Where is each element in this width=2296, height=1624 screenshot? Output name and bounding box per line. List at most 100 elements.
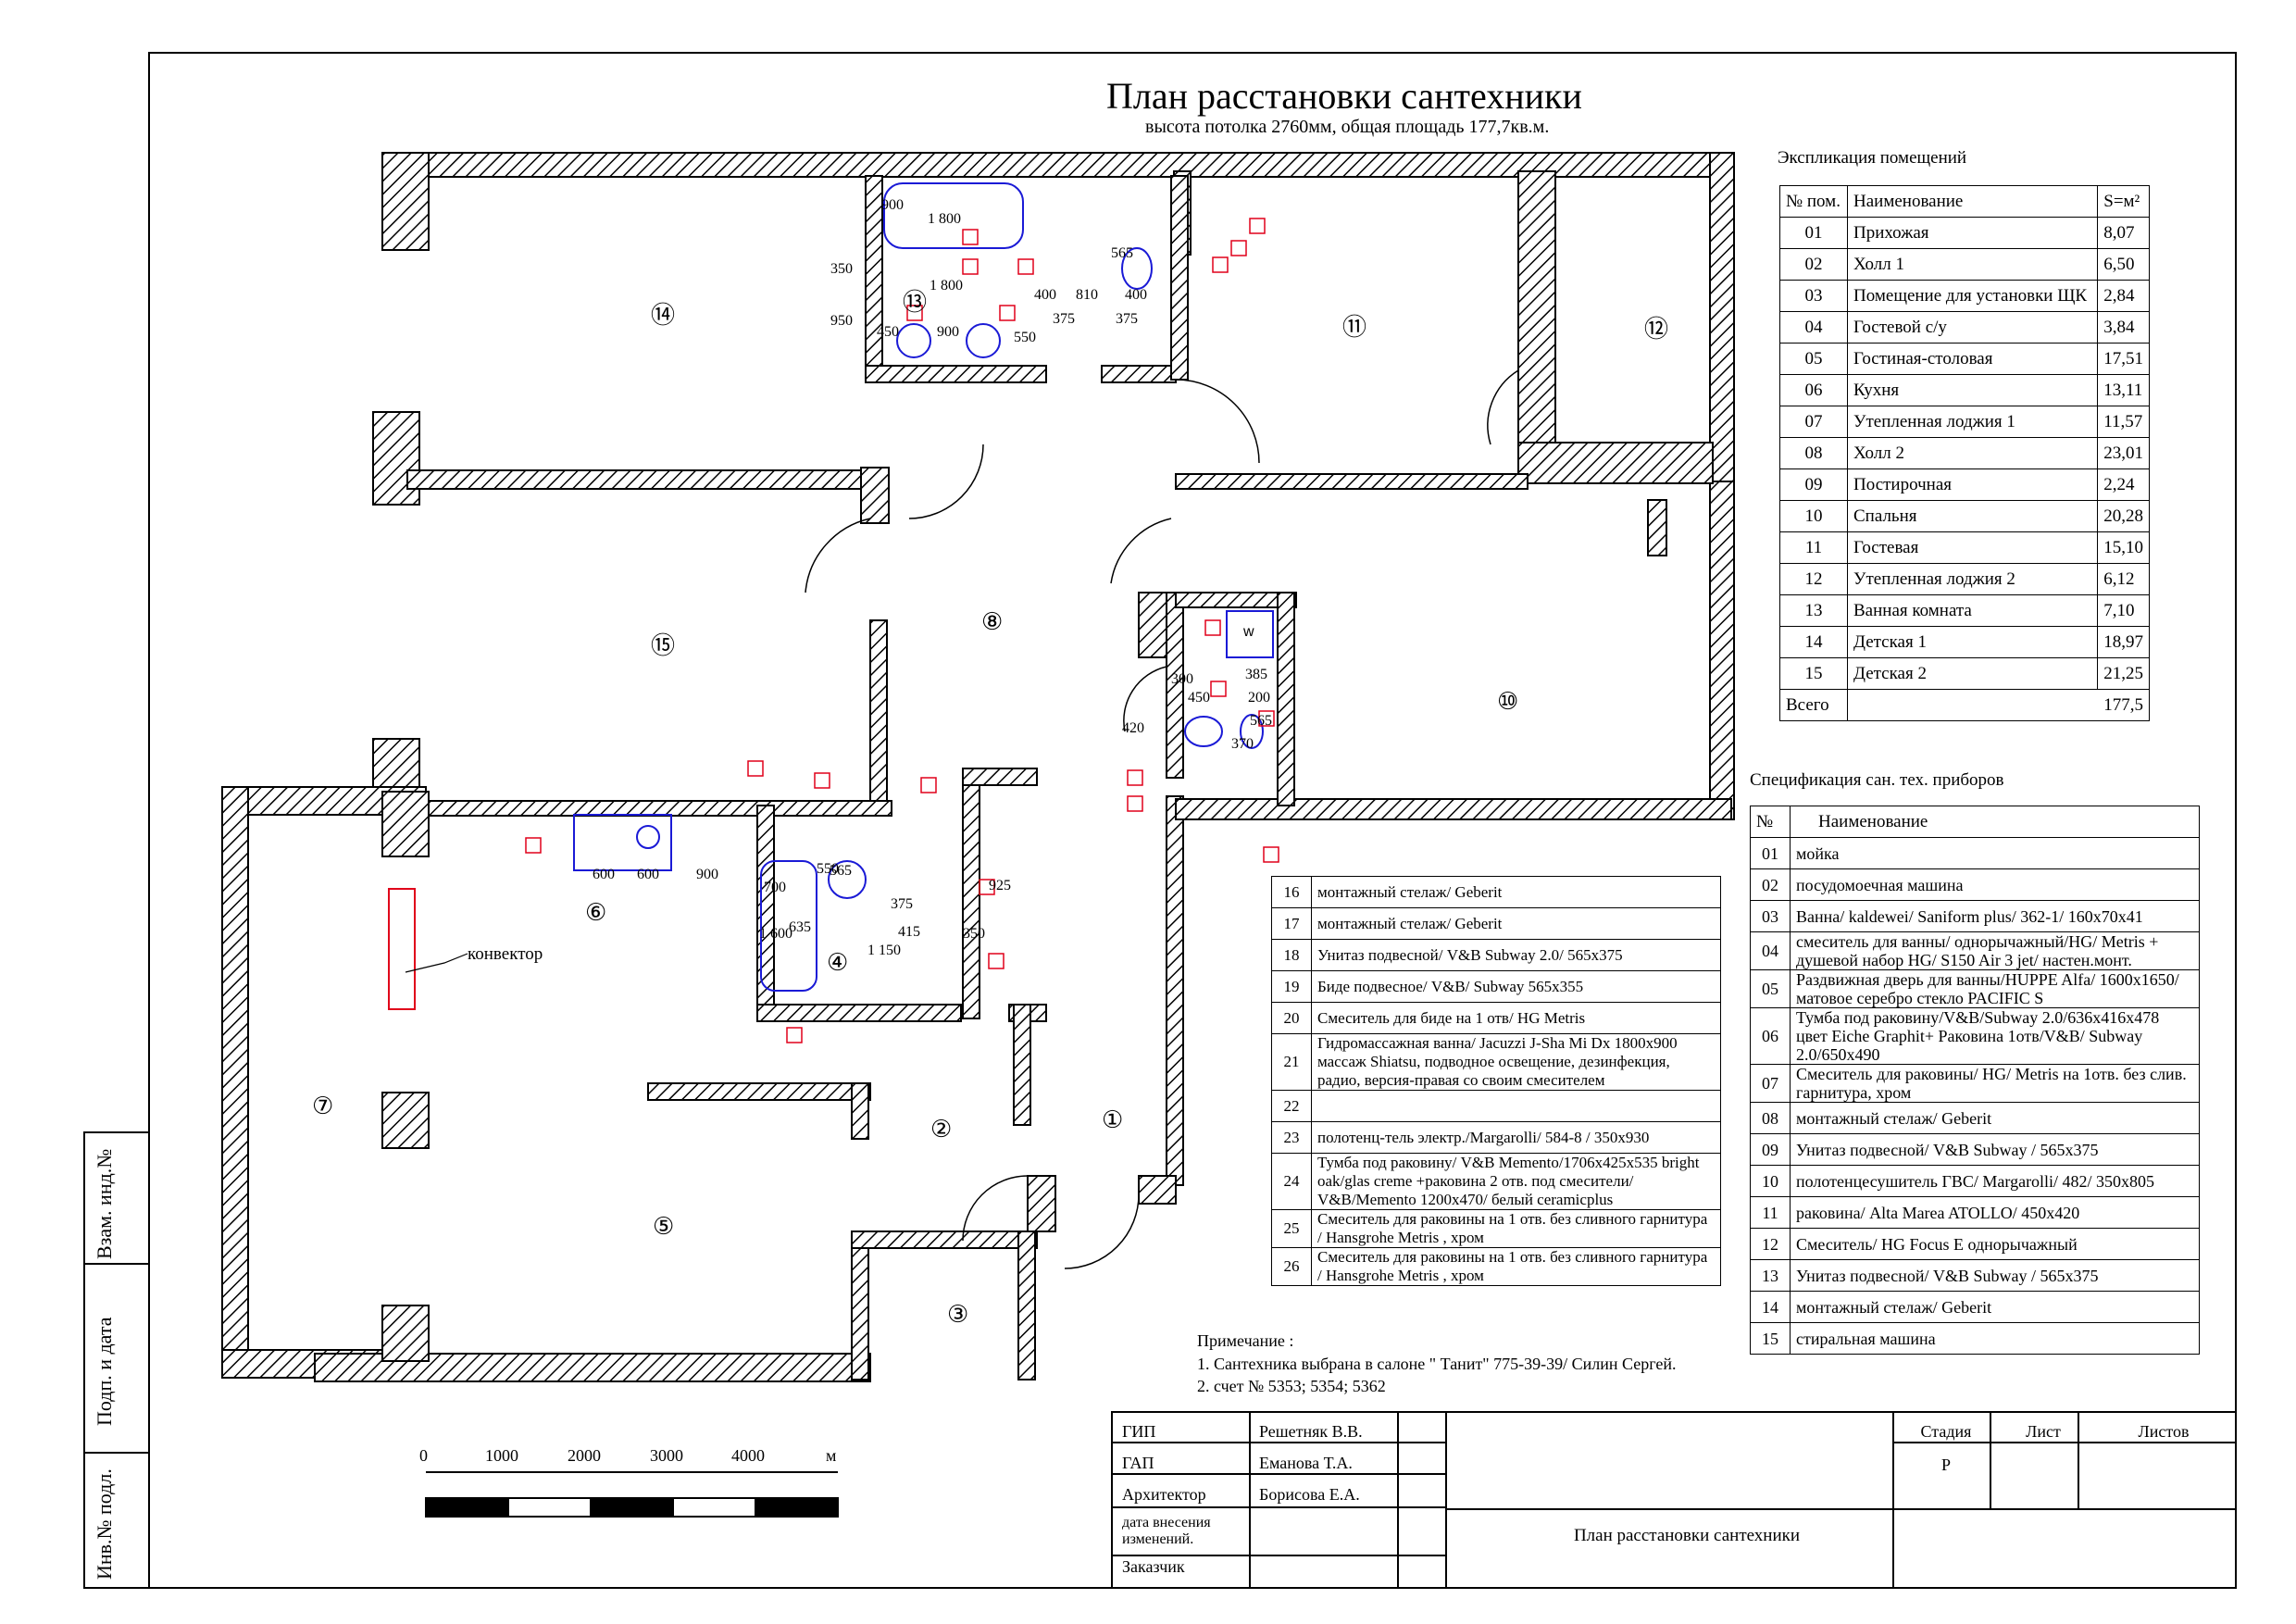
spec-name: Унитаз подвесной/ V&B Subway 2.0/ 565х37… (1311, 939, 1721, 971)
spec-num: 10 (1750, 1165, 1791, 1197)
strip-cell-1 (85, 1133, 148, 1265)
dimension-label: 1 150 (867, 943, 901, 958)
room-num: 11 (1779, 531, 1848, 564)
spec-num: 09 (1750, 1133, 1791, 1166)
stamp-grid (1111, 1411, 2237, 1589)
dimension-label: 400 (1125, 287, 1147, 303)
spec-name: стиральная машина (1790, 1322, 2200, 1355)
dimension-label: 300 (1171, 671, 1193, 687)
room-name: Гостевая (1846, 531, 2099, 564)
room-number-marker: ⑪ (1342, 314, 1367, 342)
dimension-label: 375 (891, 896, 913, 912)
spec-num: 04 (1750, 931, 1791, 970)
total-label: Всего (1779, 689, 1848, 721)
room-area: 17,51 (2097, 343, 2150, 375)
room-num: 12 (1779, 563, 1848, 595)
red-markers (525, 218, 1279, 1043)
spec-row: 22 (1271, 1090, 1721, 1122)
header-name: Наименование (1846, 185, 2099, 218)
spec-num: 14 (1750, 1291, 1791, 1323)
spec-num: 26 (1271, 1247, 1312, 1286)
stamp-name-1: Решетняк В.В. (1259, 1422, 1363, 1441)
spec-name (1311, 1090, 1721, 1122)
spec-num: 20 (1271, 1002, 1312, 1034)
dimension-label: 350 (830, 261, 853, 277)
room-area: 2,24 (2097, 468, 2150, 501)
scale-tick-2000: 2000 (568, 1446, 601, 1465)
room-number-marker: ⑤ (653, 1213, 675, 1241)
dimension-label: 375 (1116, 311, 1138, 327)
spec-num: 25 (1271, 1209, 1312, 1248)
stamp-stage-value: Р (1940, 1455, 1951, 1474)
explication-caption: Экспликация помещений (1778, 148, 1967, 168)
room-num: 10 (1779, 500, 1848, 532)
stamp-role-1: ГИП (1122, 1422, 1156, 1441)
dimension-label: 925 (989, 878, 1011, 893)
scale-tick-4000: 4000 (731, 1446, 765, 1465)
room-name: Детская 2 (1846, 657, 2099, 690)
room-area: 3,84 (2097, 311, 2150, 344)
fixtures (388, 182, 1274, 1010)
room-name: Ванная комната (1846, 594, 2099, 627)
spec-name: Смеситель для раковины на 1 отв. без сли… (1311, 1247, 1721, 1286)
room-num: 09 (1779, 468, 1848, 501)
dimension-label: 810 (1076, 287, 1098, 303)
room-area: 6,50 (2097, 248, 2150, 281)
header-area: S=м² (2097, 185, 2150, 218)
room-number-marker: ⑦ (312, 1093, 334, 1120)
dimension-label: 350 (963, 926, 985, 942)
spec-name: Тумба под раковину/V&B/Subway 2.0/636х41… (1790, 1007, 2200, 1065)
spec-name: полотенц-тель электр./Margarolli/ 584-8 … (1311, 1121, 1721, 1154)
spec-name: монтажный стелаж/ Geberit (1311, 907, 1721, 940)
walls (221, 152, 1735, 1382)
stamp-role-3: Архитектор (1122, 1485, 1206, 1504)
spec-num: 16 (1271, 876, 1312, 908)
strip-cell-2 (85, 1263, 148, 1454)
spec-name: Гидромассажная ванна/ Jacuzzi J-Sha Mi D… (1311, 1033, 1721, 1091)
dimension-label: 700 (764, 880, 786, 895)
explication-header-row: № пом. Наименование S=м² (1779, 185, 2150, 218)
room-number-marker: ⑮ (651, 632, 676, 660)
room-name: Кухня (1846, 374, 2099, 406)
spec-name: Унитаз подвесной/ V&B Subway / 565х375 (1790, 1133, 2200, 1166)
header-num: № пом. (1779, 185, 1848, 218)
room-area: 13,11 (2097, 374, 2150, 406)
notes-line-2: 2. счет № 5353; 5354; 5362 (1197, 1377, 1386, 1395)
stamp-role-2: ГАП (1122, 1454, 1154, 1472)
dimension-label: 635 (789, 919, 811, 935)
spec-name: Биде подвесное/ V&B/ Subway 565х355 (1311, 970, 1721, 1003)
spec-name: Смеситель/ HG Focus E однорычажный (1790, 1228, 2200, 1260)
spec-name: Смеситель для раковины на 1 отв. без сли… (1311, 1209, 1721, 1248)
stamp-stage-header: Стадия (1920, 1422, 1972, 1441)
spec-num: 19 (1271, 970, 1312, 1003)
room-num: 02 (1779, 248, 1848, 281)
dimension-label: 200 (1248, 690, 1270, 706)
room-area: 23,01 (2097, 437, 2150, 469)
spec-num: 11 (1750, 1196, 1791, 1229)
spec-name: Смеситель для раковины/ HG/ Metris на 1о… (1790, 1064, 2200, 1103)
dimension-label: 420 (1122, 720, 1144, 736)
spec-num: 15 (1750, 1322, 1791, 1355)
room-number-marker: ④ (827, 949, 849, 977)
